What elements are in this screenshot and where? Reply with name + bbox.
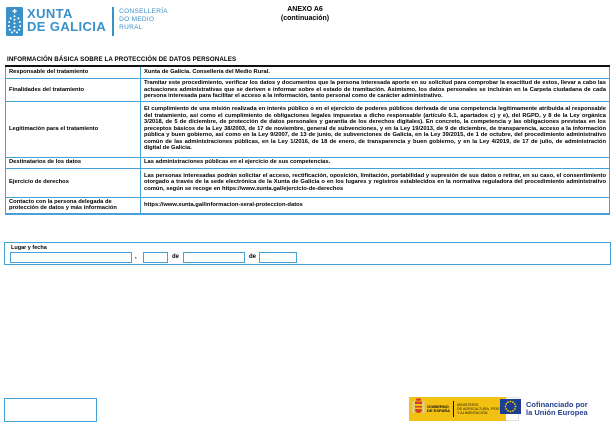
- row-value: Las personas interesadas podrán solicita…: [144, 172, 606, 192]
- eu-cofunding-logo: Cofinanciado por la Unión Europea: [500, 397, 588, 421]
- ministry-text: MINISTERIO DE AGRICULTURA, PESCA Y ALIME…: [457, 402, 504, 416]
- table-row: Ejercicio de derechos Las personas inter…: [6, 167, 609, 197]
- brand-separator: [112, 7, 115, 36]
- table-row: Destinatarios de los datos Las administr…: [6, 156, 609, 168]
- de-separator-1: de: [172, 254, 180, 260]
- row-value: Tramitar este procedimiento, verificar l…: [144, 80, 606, 99]
- year-input[interactable]: [259, 252, 297, 263]
- day-input[interactable]: [143, 252, 168, 263]
- table-row: Legitimación para el tratamiento El cump…: [6, 100, 609, 157]
- eu-cofunding-text: Cofinanciado por la Unión Europea: [526, 399, 588, 417]
- row-label: Finalidades del tratamiento: [6, 79, 141, 101]
- row-label: Ejercicio de derechos: [6, 168, 141, 197]
- row-label: Destinatarios de los datos: [6, 157, 141, 168]
- brand-line-1: XUNTA: [27, 6, 73, 21]
- place-input[interactable]: [10, 252, 132, 263]
- de-separator-2: de: [249, 254, 257, 260]
- annex-title: ANEXO A6: [287, 6, 323, 13]
- month-input[interactable]: [183, 252, 245, 263]
- table-row: Responsable del tratamiento Xunta de Gal…: [6, 67, 609, 78]
- row-value: Las administraciones públicas en el ejer…: [144, 159, 331, 166]
- privacy-table-title: INFORMACIÓN BÁSICA SOBRE LA PROTECCIÓN D…: [5, 55, 610, 67]
- gobierno-text: GOBIERNO DE ESPAÑA: [427, 403, 451, 413]
- comma-separator: ,: [135, 254, 137, 260]
- section-divider: [5, 213, 610, 215]
- brand-name: XUNTA DE GALICIA: [27, 7, 106, 33]
- table-row: Finalidades del tratamiento Tramitar est…: [6, 78, 609, 101]
- ministry-divider: [453, 401, 455, 417]
- ministry-plate: GOBIERNO DE ESPAÑA MINISTERIO DE AGRICUL…: [409, 397, 507, 421]
- privacy-info-table: INFORMACIÓN BÁSICA SOBRE LA PROTECCIÓN D…: [5, 55, 610, 214]
- form-code-box: [4, 398, 97, 422]
- header-branding: XUNTA DE GALICIA CONSELLERÍA DO MEDIO RU…: [6, 7, 168, 41]
- place-date-section: Lugar y fecha , de de: [4, 242, 611, 265]
- annex-subtitle: (continuación): [280, 14, 330, 22]
- row-label: Contacto con la persona delegada de prot…: [6, 197, 141, 213]
- department-name: CONSELLERÍA DO MEDIO RURAL: [119, 8, 168, 31]
- brand-line-2: DE GALICIA: [27, 19, 107, 34]
- row-label: Legitimación para el tratamiento: [6, 101, 141, 157]
- row-label: Responsable del tratamiento: [6, 67, 141, 78]
- place-date-label: Lugar y fecha: [11, 245, 47, 251]
- xunta-logo-icon: [6, 7, 23, 41]
- row-value: Xunta de Galicia. Consellería del Medio …: [144, 69, 270, 76]
- eu-flag-icon: [500, 399, 521, 419]
- privacy-table-body: Responsable del tratamiento Xunta de Gal…: [5, 67, 610, 214]
- annex-heading: ANEXO A6 (continuación): [220, 6, 390, 23]
- spain-coat-of-arms-icon: [412, 398, 425, 420]
- table-row: Contacto con la persona delegada de prot…: [6, 196, 609, 213]
- row-value: El cumplimiento de una misión realizada …: [144, 106, 606, 152]
- row-value: https://www.xunta.gal/informacion-xeral-…: [144, 201, 303, 208]
